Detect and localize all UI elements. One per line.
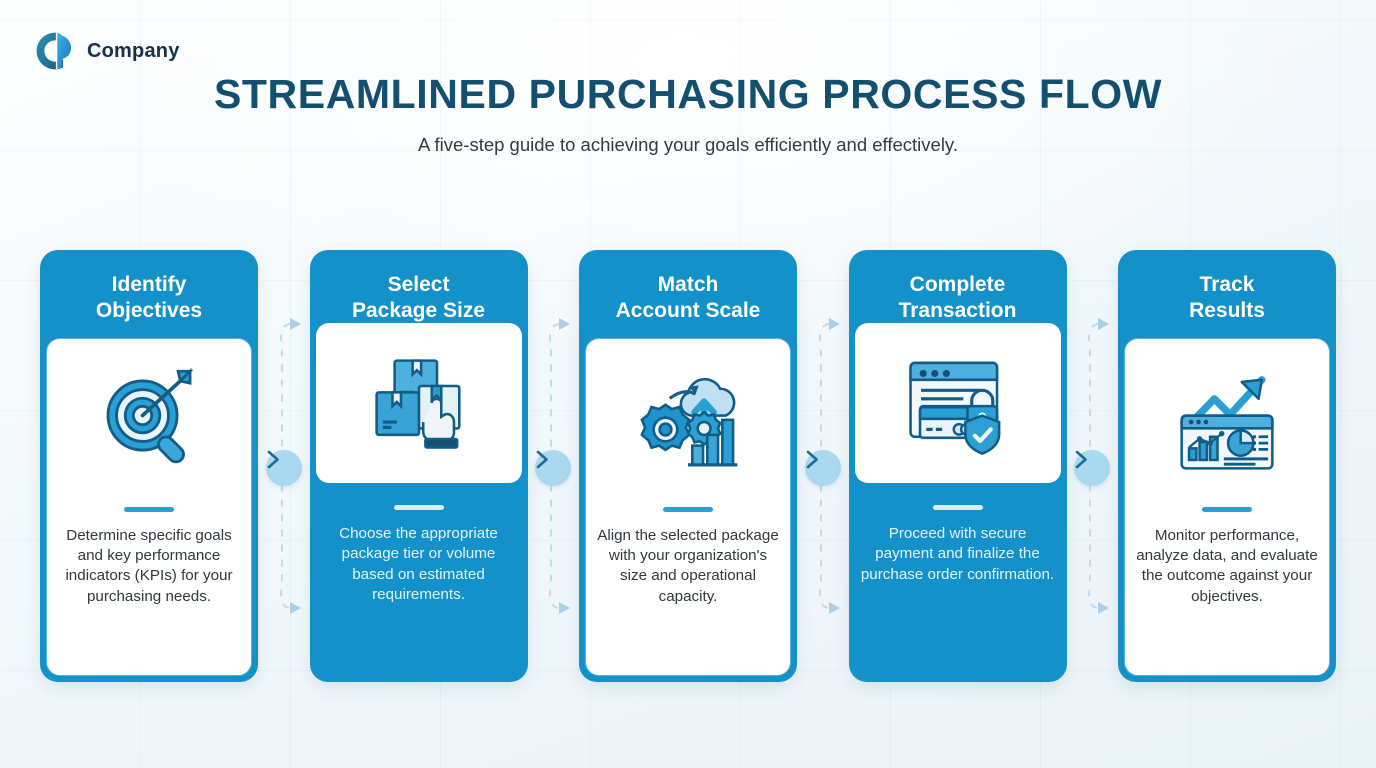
chevron-glyph [536,450,549,469]
brand-name: Company [87,39,180,62]
chevron-right-icon[interactable] [1074,450,1111,486]
step-card-3[interactable]: Match Account Scale [579,250,797,682]
target-magnifier-icon [106,368,194,464]
step-divider-5 [1202,507,1252,512]
step-connector-2 [530,250,576,682]
step-description-1: Determine specific goals and key perform… [65,527,233,605]
step-connector-3 [800,250,846,682]
packages-hand-select-icon [374,359,461,450]
step-panel-3: Align the selected package with your org… [585,338,791,676]
step-card-4[interactable]: Complete Transaction [848,250,1067,682]
secure-payment-lock-shield-icon [908,361,1000,456]
dashed-path-3 [818,318,840,614]
brand-logo: Company [34,30,180,72]
step-description-3: Align the selected package with your org… [597,527,779,605]
step-icon-3-box [586,339,790,505]
step-divider-2 [393,505,444,511]
step-connector-4 [1069,250,1115,682]
page-subtitle: A five-step guide to achieving your goal… [418,133,958,155]
step-description-2: Choose the appropriate package tier or v… [339,525,498,603]
step-connector-1 [261,250,307,682]
chevron-right-icon[interactable] [265,450,302,486]
process-flow: Identify Objectives [40,250,1336,685]
analytics-growth-dashboard-icon [1180,376,1274,470]
chevron-right-icon[interactable] [804,450,841,486]
dashed-path-1 [279,318,301,614]
step-panel-1: Determine specific goals and key perform… [46,338,252,676]
step-card-2[interactable]: Select Package Size [309,250,528,682]
step-icon-1-box [47,339,251,505]
page-title: STREAMLINED PURCHASING PROCESS FLOW [213,71,1163,117]
chevron-glyph [806,450,818,469]
step-description-4: Proceed with secure payment and finalize… [860,525,1055,583]
step-title-1: Identify Objectives [95,273,203,322]
dashed-path-2 [549,318,571,614]
step-description-5: Monitor performance, analyze data, and e… [1136,527,1318,605]
step-card-1[interactable]: Identify Objectives [40,250,258,682]
step-card-5[interactable]: Track Results [1118,250,1336,682]
step-title-2: Select Package Size [351,273,486,322]
chevron-right-icon[interactable] [535,450,572,486]
step-divider-4 [932,505,983,511]
step-panel-5: Monitor performance, analyze data, and e… [1124,338,1330,676]
step-title-3: Match Account Scale [615,273,761,322]
step-icon-2-box [315,323,522,484]
step-title-4: Complete Transaction [898,273,1017,322]
gear-cloud-chart-icon [640,377,738,467]
page-heading: STREAMLINED PURCHASING PROCESS FLOW A fi… [0,71,1376,156]
dashed-path-4 [1088,318,1110,614]
step-divider-3 [663,507,713,512]
step-icon-4-box [854,323,1061,484]
cp-monogram-logo-icon [36,32,72,70]
step-divider-1 [124,507,174,512]
chevron-glyph [1075,450,1088,469]
step-icon-5-box [1125,339,1329,505]
chevron-glyph [267,450,279,469]
step-title-5: Track Results [1189,273,1265,322]
